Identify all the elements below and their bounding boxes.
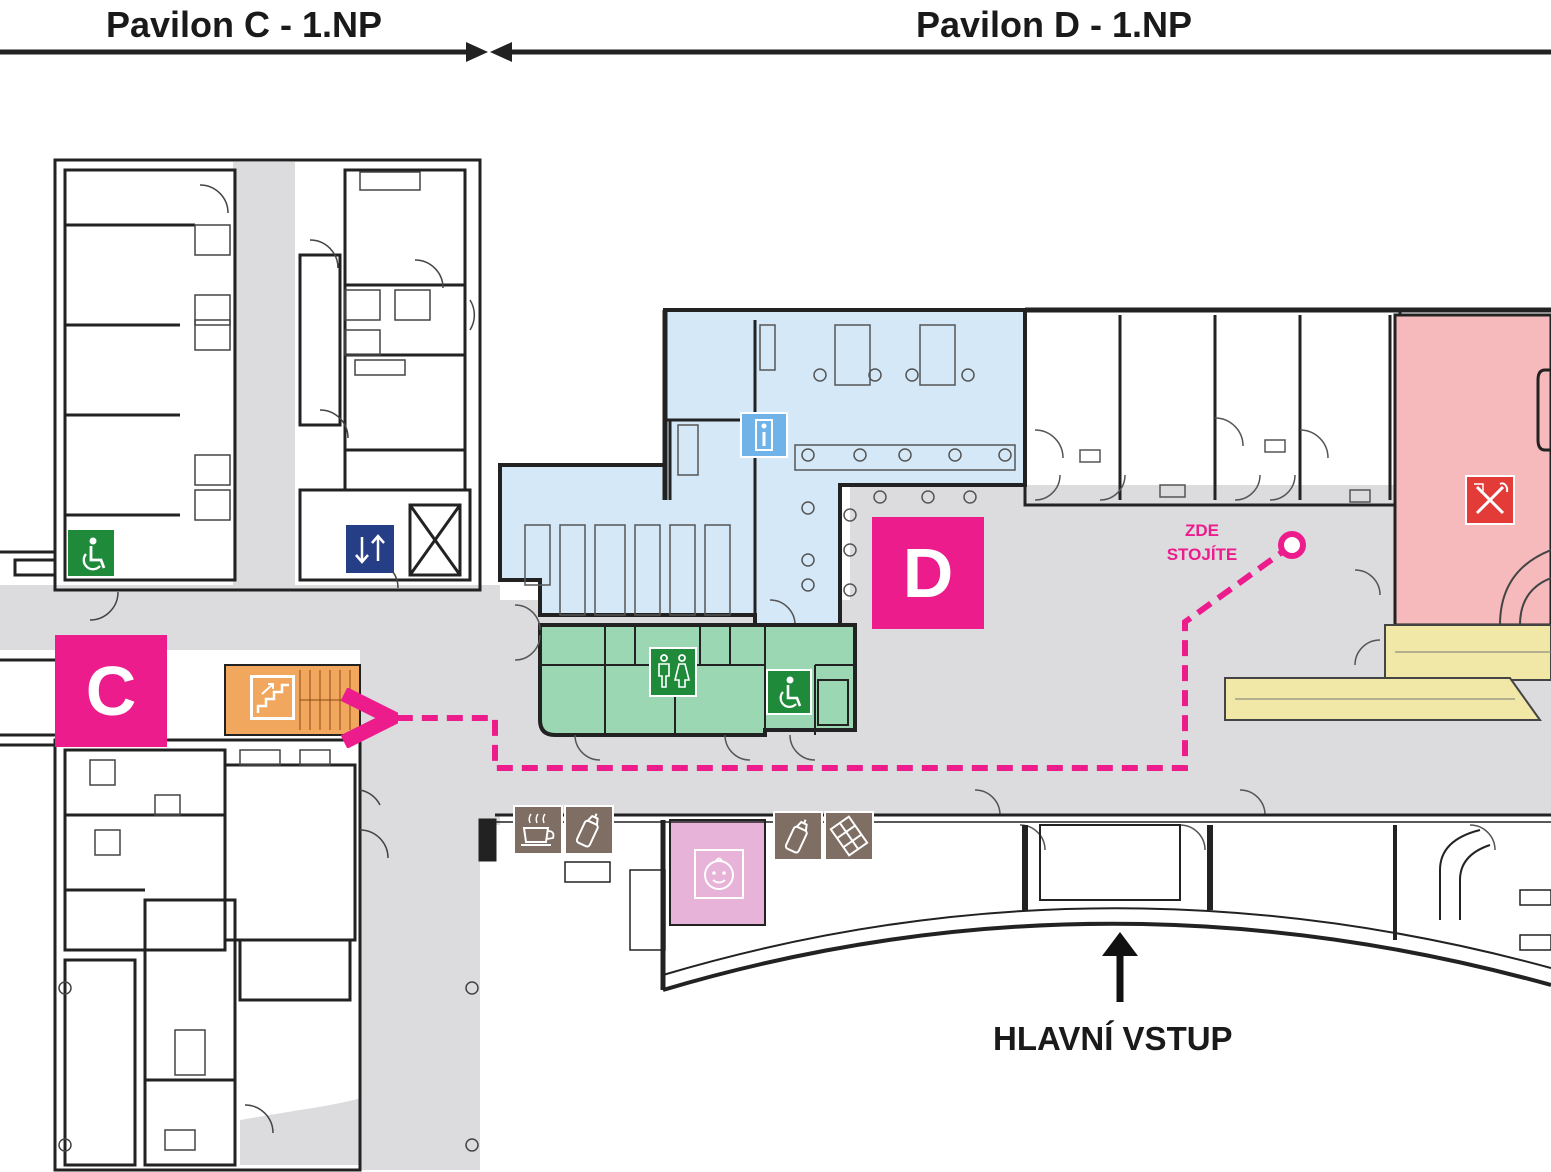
restaurant-area: [1393, 313, 1551, 627]
route-path: [380, 531, 1306, 771]
main-entrance-label: HLAVNÍ VSTUP: [993, 1020, 1233, 1057]
cafe-icon: [513, 805, 563, 855]
pavilion-c-fixtures: [58, 171, 479, 1152]
chocolate-icon: [824, 811, 874, 861]
restaurant-icon: [1465, 475, 1515, 525]
zone-d-label: D: [872, 517, 984, 629]
you-are-here-label: ZDE STOJÍTE: [1150, 519, 1254, 567]
zone-c-label: C: [55, 635, 167, 747]
you-are-here-marker: [1278, 531, 1306, 559]
entrance-facade: [495, 813, 1551, 992]
pavilion-c-walls: [0, 158, 497, 1172]
restroom-icon: [649, 647, 697, 697]
pavilion-d-header: Pavilon D - 1.NP: [916, 4, 1193, 45]
you-are-here-line1: ZDE: [1185, 521, 1219, 540]
elevator-icon: [346, 525, 394, 573]
escalators: [1224, 624, 1551, 721]
pavilion-c-header: Pavilon C - 1.NP: [106, 4, 383, 45]
stairs-icon: [250, 675, 295, 720]
baby-bottle-icon: [564, 805, 614, 855]
wheelchair-icon: [68, 530, 114, 576]
header-arrows: [0, 42, 1551, 62]
wheelchair-icon: [766, 669, 812, 715]
baby-changing-icon: [694, 849, 744, 899]
info-icon: [740, 412, 788, 458]
baby-bottle-icon: [773, 811, 823, 861]
you-are-here-line2: STOJÍTE: [1166, 545, 1238, 564]
entrance-arrow-icon: [1102, 932, 1138, 1002]
pavilion-d-offices: [662, 307, 1551, 507]
